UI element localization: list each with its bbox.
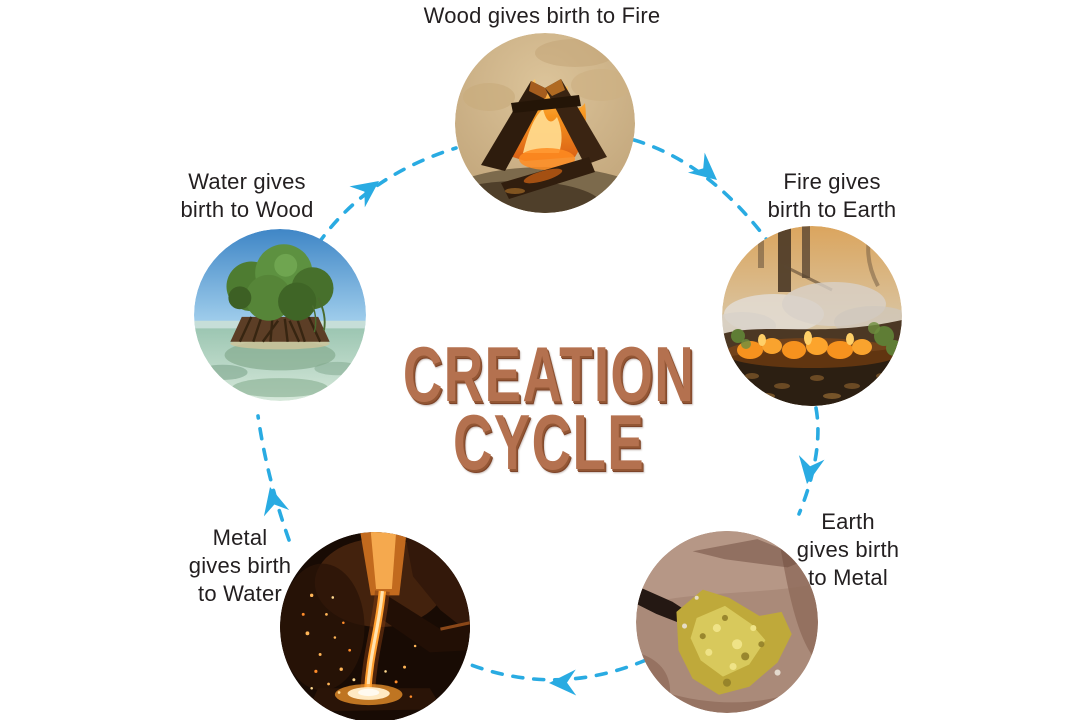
island-tree-illustration [194,229,366,401]
wood-photo [194,229,366,401]
label-line: Fire gives [783,169,881,194]
label-line: birth to Wood [180,197,314,222]
label-line: to Water [198,581,282,606]
campfire-illustration [455,33,635,213]
ground-fire-illustration [722,226,902,406]
diagram-title: CREATION CYCLE [279,330,819,486]
fire-photo [455,33,635,213]
label-line: gives birth [188,553,292,578]
arrow-water-to-wood-icon [256,414,291,542]
arrow-metal-to-water-icon [464,658,648,682]
arrow-fire-to-earth-icon [632,138,769,242]
label-water-to-wood: Water gives birth to Wood [132,168,362,224]
title-line-1: CREATION [402,330,696,418]
label-metal-to-water: Metal gives birth to Water [138,524,342,608]
earth-photo [722,226,902,406]
arrowheads [263,152,825,696]
label-line: birth to Earth [767,197,897,222]
metal-photo [636,531,818,713]
label-line: gives birth [796,537,900,562]
ore-rock-illustration [636,531,818,713]
label-line: Water gives [188,169,306,194]
label-wood-to-fire: Wood gives birth to Fire [372,2,712,30]
arrow-wood-to-fire-icon [316,146,458,246]
label-fire-to-earth: Fire gives birth to Earth [722,168,942,224]
arrow-earth-to-metal-icon [797,406,820,516]
label-line: Wood gives birth to Fire [423,3,661,28]
label-earth-to-metal: Earth gives birth to Metal [748,508,948,592]
label-line: to Metal [808,565,888,590]
title-line-2: CYCLE [452,398,646,486]
label-line: Metal [212,525,268,550]
label-line: Earth [821,509,875,534]
